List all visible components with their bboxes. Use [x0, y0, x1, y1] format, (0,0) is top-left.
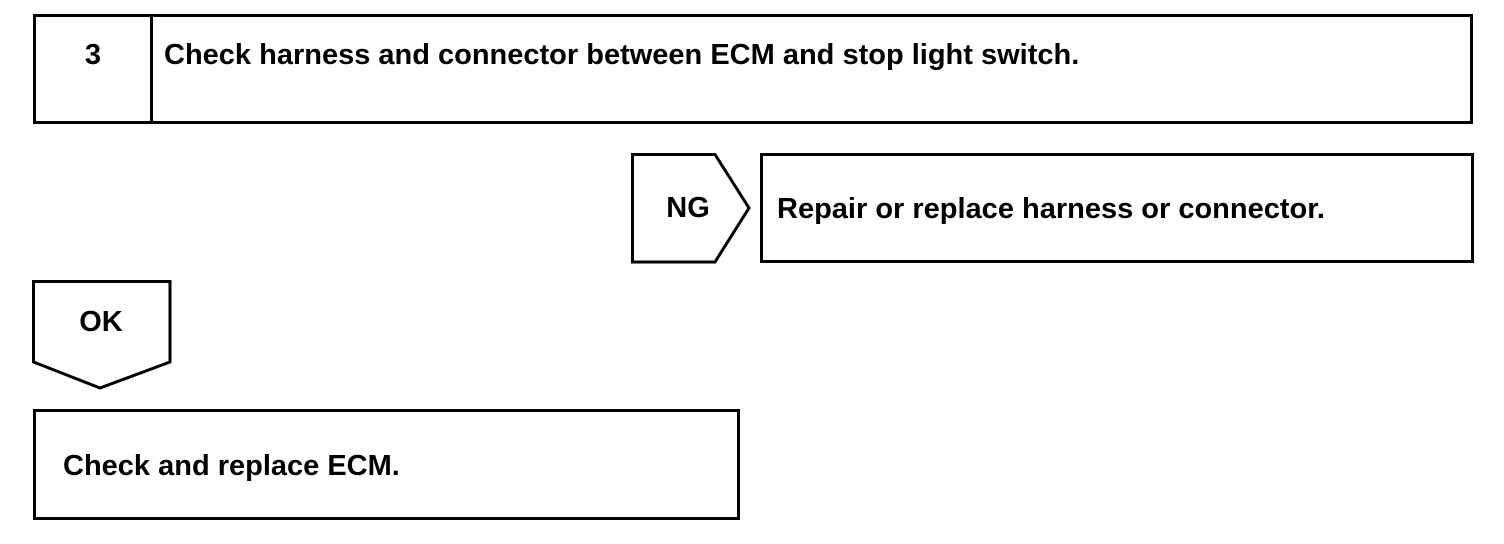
final-step-box: Check and replace ECM. — [33, 409, 740, 520]
step-title: Check harness and connector between ECM … — [164, 39, 1080, 71]
ng-result-text: Repair or replace harness or connector. — [777, 193, 1325, 225]
step-box: 3 Check harness and connector between EC… — [33, 14, 1473, 124]
ok-arrow-tag — [32, 280, 172, 390]
ng-result-box: Repair or replace harness or connector. — [760, 153, 1474, 263]
ok-label: OK — [79, 306, 123, 338]
final-step-text: Check and replace ECM. — [63, 450, 400, 482]
ng-label: NG — [666, 192, 710, 224]
ng-arrow-tag — [631, 153, 751, 264]
step-number: 3 — [84, 39, 102, 71]
step-number-cell: 3 — [36, 17, 153, 121]
